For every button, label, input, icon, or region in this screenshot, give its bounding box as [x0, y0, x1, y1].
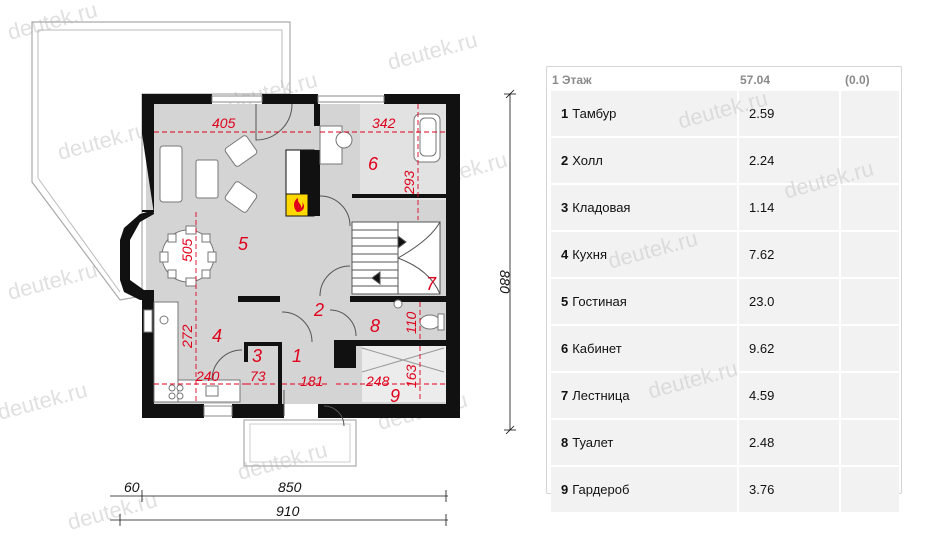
room-number-3: 3 — [252, 346, 262, 366]
room-name: Тамбур — [572, 106, 617, 121]
watermark: deutek.ru — [0, 377, 90, 425]
room-num: 5 — [561, 294, 569, 309]
kitchen-furniture — [153, 301, 241, 403]
room-area: 23.0 — [739, 279, 839, 324]
room-area: 2.59 — [739, 91, 839, 136]
room-area: 3.76 — [739, 467, 839, 512]
dim-910: 910 — [276, 503, 300, 519]
room-number-8: 8 — [370, 316, 380, 336]
room-name: Гостиная — [572, 294, 627, 309]
office-furniture — [319, 113, 441, 165]
dimension-lines — [154, 104, 446, 402]
dim-60: 60 — [124, 479, 140, 495]
windows — [143, 95, 385, 417]
dim-163: 163 — [403, 364, 419, 388]
floor-total-area: 57.04 — [740, 73, 771, 87]
room-number-7: 7 — [426, 274, 437, 294]
room-name: Лестница — [572, 388, 630, 403]
room-num: 7 — [561, 388, 569, 403]
room-name: Гардероб — [572, 482, 630, 497]
terrace-outline — [31, 21, 291, 301]
room-num: 4 — [561, 247, 569, 262]
room-name: Кладовая — [572, 200, 631, 215]
room-area: 2.24 — [739, 138, 839, 183]
room-name: Кухня — [572, 247, 608, 262]
room-num: 2 — [561, 153, 569, 168]
room-name: Холл — [572, 153, 603, 168]
watermark: deutek.ru — [5, 257, 100, 305]
room-num: 3 — [561, 200, 569, 215]
room-number-5: 5 — [238, 234, 249, 254]
room-num: 9 — [561, 482, 569, 497]
room-area: 1.14 — [739, 185, 839, 230]
room-area: 4.59 — [739, 373, 839, 418]
dim-73: 73 — [250, 368, 266, 384]
room-number-6: 6 — [368, 154, 379, 174]
room-number-4: 4 — [212, 326, 222, 346]
dim-505: 505 — [179, 238, 195, 262]
watermark: deutek.ru — [55, 117, 150, 165]
watermark: deutek.ru — [385, 27, 480, 75]
watermark: deutek.ru — [65, 487, 160, 535]
living-room-furniture — [159, 135, 258, 287]
floor-extra-area: (0.0) — [845, 73, 870, 87]
watermark: deutek.ru — [235, 437, 330, 485]
room-number-2: 2 — [313, 300, 324, 320]
room-num: 6 — [561, 341, 569, 356]
dim-293: 293 — [401, 170, 417, 195]
room-name: Кабинет — [572, 341, 622, 356]
dim-248: 248 — [365, 373, 390, 389]
interior-walls — [238, 104, 446, 408]
fireplace — [285, 149, 315, 217]
room-number-9: 9 — [390, 386, 400, 406]
dim-342: 342 — [372, 115, 396, 131]
room-num: 1 — [561, 106, 569, 121]
dim-240: 240 — [195, 368, 220, 384]
inner-dimensions: 405 342 293 505 272 240 73 181 248 163 1… — [179, 115, 419, 389]
room-num: 8 — [561, 435, 569, 450]
room-area: 9.62 — [739, 326, 839, 371]
room-area: 2.48 — [739, 420, 839, 465]
terrace-inner-outline — [38, 29, 283, 88]
dim-181: 181 — [300, 373, 323, 389]
porch — [243, 419, 357, 467]
dim-850: 850 — [278, 479, 302, 495]
room-numbers: 1 2 4 5 6 7 8 9 3 — [212, 154, 437, 406]
outer-walls — [120, 94, 460, 418]
dim-272: 272 — [179, 324, 195, 349]
table-header: 1 Этаж 57.04 (0.0) — [547, 67, 901, 91]
room-number-1: 1 — [292, 346, 302, 366]
room-area: 7.62 — [739, 232, 839, 277]
dim-405: 405 — [212, 115, 236, 131]
room-name: Туалет — [572, 435, 614, 450]
outer-dimensions — [110, 89, 516, 526]
doors — [211, 103, 357, 427]
floor-name: 1 Этаж — [552, 73, 592, 87]
staircase — [351, 221, 441, 295]
dim-880: 880 — [497, 270, 513, 294]
floor-plan: deutek.ru deutek.ru deutek.ru deutek.ru … — [0, 0, 516, 535]
wardrobe-marks — [361, 347, 445, 373]
dim-110: 110 — [403, 311, 419, 334]
